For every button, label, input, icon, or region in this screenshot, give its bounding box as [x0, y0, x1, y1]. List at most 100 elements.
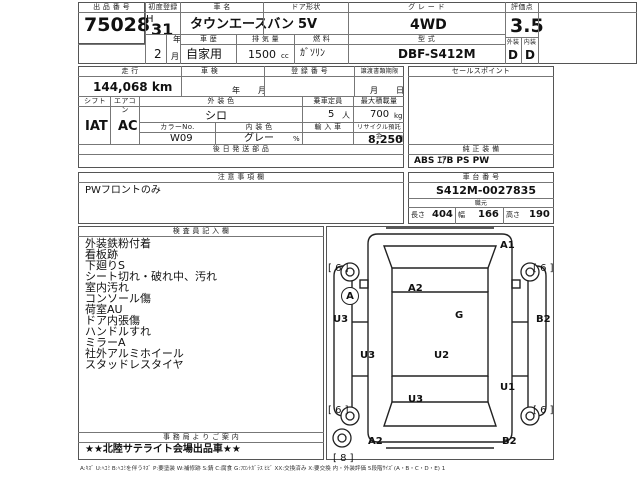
displacement-unit: cc [281, 52, 289, 60]
color-no: W09 [170, 133, 193, 144]
inspection-line: 下廻りS [85, 259, 125, 272]
inspection-frame [78, 226, 324, 460]
ext-color-label: 外 装 色 [207, 97, 235, 105]
inspection-year: 年 [232, 86, 240, 95]
height-label: 高さ [506, 211, 520, 219]
length: 404 [432, 209, 453, 220]
interior-grade: D [525, 48, 535, 62]
spare-tire: [ 8 ] [333, 453, 354, 464]
plate-label: 登 録 番 号 [291, 67, 328, 75]
damage-mark-a-circled: A [341, 287, 359, 305]
usage-label: 車 歴 [199, 35, 218, 43]
damage-mark-g: G [455, 310, 464, 321]
inspection-month: 月 [258, 86, 266, 95]
percent: % [293, 135, 300, 143]
office: ★★北陸サテライト会場出品車★★ [85, 444, 241, 455]
damage-mark-u3-mid: U3 [360, 350, 376, 361]
inspection-line: 荷室AU [85, 303, 123, 316]
load-unit: kg [394, 112, 403, 120]
inspection-line: 看板跡 [85, 248, 118, 261]
era: H [146, 14, 154, 25]
chassis-pos-label: 職元 [474, 200, 488, 207]
ext-color: シロ [205, 109, 227, 122]
transfer-month: 月 [370, 86, 378, 95]
equipment: ABS ｴｱB PS PW [414, 156, 490, 166]
inspection-line: 室内汚れ [85, 281, 129, 294]
specs-frame [78, 66, 404, 168]
chassis-label: 車 台 番 号 [462, 173, 500, 181]
displacement: 1500 [248, 48, 276, 61]
car-name-label: 車 名 [213, 3, 231, 11]
caution-frame [78, 172, 404, 224]
tire-right-front: [ 6 ] [533, 263, 554, 274]
office-label: 事 務 局 よ り ご 案 内 [162, 433, 240, 441]
width-label: 幅 [458, 211, 465, 219]
parts-label: 後 日 発 送 部 品 [212, 145, 270, 153]
sales-point-frame [408, 66, 554, 168]
interior-label: 内装 [523, 39, 537, 46]
transfer-label: 譲渡書類期限 [360, 68, 399, 75]
legend: A:ｷｽﾞ U:ﾍｺﾐ B:ﾍｺﾐを伴うｷｽﾞ P:要塗装 W:補修跡 S:錆 … [80, 466, 446, 472]
car-name: タウンエースバン [190, 17, 295, 32]
inspection-line: 外装鉄粉付着 [85, 237, 151, 250]
lot-label: 出 品 番 号 [93, 3, 130, 11]
int-color-label: 内 装 色 [245, 123, 273, 131]
shift: IAT [85, 119, 108, 134]
tire-left-rear: [ 6 ] [328, 405, 349, 416]
reg-month: 2 [154, 47, 162, 61]
grade-label: グ レ ー ド [408, 3, 445, 11]
ac-label: エアコン [114, 97, 136, 114]
length-label: 長さ [411, 211, 425, 219]
reg-year-unit: 年 [173, 35, 181, 44]
int-color: グレー [244, 133, 274, 144]
grade: 4WD [410, 17, 447, 33]
damage-mark-a1: A1 [500, 240, 515, 251]
inspection-line: 社外アルミホイール [85, 347, 184, 360]
inspection-label: 車 検 [200, 67, 219, 75]
car-diagram [332, 227, 547, 449]
tire-left-front: [ 6 ] [328, 263, 349, 274]
displacement-label: 排 気 量 [252, 35, 279, 43]
damage-mark-u3-rear: U3 [408, 394, 424, 405]
score: 3.5 [510, 15, 544, 37]
diagram-frame [326, 226, 554, 460]
lot-box [78, 2, 145, 44]
ac: AC [118, 119, 138, 134]
usage: 自家用 [186, 47, 223, 61]
tire-right-rear: [ 6 ] [533, 405, 554, 416]
model-label: 型 式 [417, 35, 436, 43]
mileage-label: 走 行 [121, 67, 139, 75]
inspection-line: スタッドレスタイヤ [85, 358, 184, 371]
sales-point-label: セールスポイント [451, 67, 511, 75]
mileage: 144,068 km [93, 80, 173, 94]
color-no-label: カラーNo. [160, 123, 195, 131]
caution-label: 注 意 事 項 欄 [217, 173, 265, 181]
lot-number: 75028 [84, 14, 151, 36]
damage-mark-a2-rear: A2 [368, 436, 383, 447]
recycle: 8,250 [368, 133, 403, 146]
inspection-line: ミラーA [85, 336, 126, 349]
doors: 5V [298, 17, 318, 32]
inspection-title: 検 査 員 記 入 欄 [172, 227, 230, 235]
width: 166 [478, 209, 499, 220]
transfer-day: 日 [396, 86, 404, 95]
inspection-line: シート切れ・破れ中、汚れ [85, 270, 217, 283]
exterior-label: 外装 [506, 39, 520, 46]
capacity-unit: 人 [342, 111, 350, 120]
reg-month-unit: 月 [171, 52, 179, 61]
doors-label: ドア形状 [291, 3, 321, 11]
load: 700 [370, 109, 390, 120]
inspection-line: ハンドルすれ [85, 325, 151, 338]
exterior-grade: D [508, 48, 518, 62]
recycle-unit: 円 [396, 135, 403, 143]
damage-mark-u1: U1 [500, 382, 516, 393]
capacity-label: 乗車定員 [313, 97, 343, 105]
caution: PWフロントのみ [85, 185, 161, 196]
damage-mark-a2-front: A2 [408, 283, 423, 294]
fuel: ｶﾞｿﾘﾝ [300, 48, 325, 59]
score-label: 評価点 [511, 3, 533, 11]
damage-mark-u3-left: U3 [333, 314, 349, 325]
import-label: 輸 入 車 [314, 123, 342, 131]
recycle-label: リサイクル預託金 [357, 124, 401, 140]
capacity: 5 [328, 109, 335, 120]
